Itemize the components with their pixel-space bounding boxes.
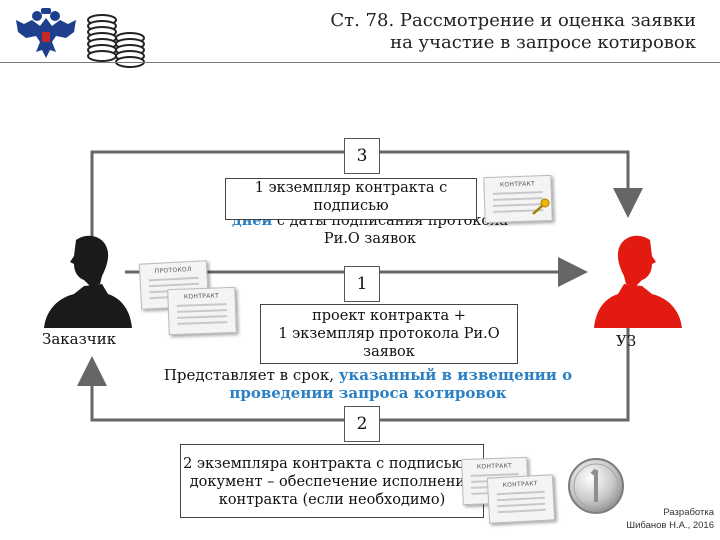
customer-label: Заказчик	[42, 330, 117, 348]
step2-number: 2	[344, 406, 380, 442]
title-divider	[0, 62, 720, 63]
step1-number: 1	[344, 266, 380, 302]
step2-text-line1: 2 экземпляра контракта с подписью +	[183, 456, 481, 472]
step3-number: 3	[344, 138, 380, 174]
contract-doc-middle: КОНТРАКТ	[167, 286, 237, 336]
step2-box: 2 экземпляра контракта с подписью + доку…	[180, 444, 484, 518]
ruble-coin-icon	[568, 458, 624, 514]
page-title-line1: Ст. 78. Рассмотрение и оценка заявки	[330, 10, 696, 31]
step3-box: 1 экземпляр контракта с подписью	[225, 178, 477, 220]
step1-text-line3: заявок	[363, 344, 415, 360]
step2-text-line2: документ – обеспечение исполнения	[189, 474, 475, 490]
submission-note-line2: проведении запроса котировок	[229, 384, 507, 402]
step3-text-line2: подписью	[313, 198, 389, 214]
contract-doc-bottom-2-title: КОНТРАКТ	[502, 480, 539, 489]
step2-text-line3: контракта (если необходимо)	[218, 492, 446, 508]
submission-note-prefix: Представляет в срок,	[163, 366, 339, 384]
participant-label: УЗ	[616, 332, 637, 350]
participant-silhouette-icon	[594, 235, 682, 328]
step1-text-line1: проект контракта +	[312, 308, 466, 324]
step1-text-line2: 1 экземпляр протокола Ри.О	[278, 326, 500, 342]
contract-doc-middle-title: КОНТРАКТ	[183, 292, 220, 301]
submission-note-blue: указанный в извещении о	[338, 366, 573, 384]
protocol-doc-title: ПРОТОКОЛ	[154, 266, 192, 275]
step3-text-line1: 1 экземпляр контракта с	[254, 180, 448, 196]
step1-box: проект контракта + 1 экземпляр протокола…	[260, 304, 518, 364]
author-credit-line2: Шибанов Н.А., 2016	[626, 520, 714, 531]
author-credit-line1: Разработка	[663, 507, 714, 518]
contract-doc-bottom-2: КОНТРАКТ	[486, 474, 556, 524]
eagle-emblem-icon	[16, 8, 76, 58]
deadline-note-line2: Ри.О заявок	[323, 231, 417, 247]
submission-note: Представляет в срок, указанный в извещен…	[138, 366, 598, 402]
author-credit: Разработка Шибанов Н.А., 2016	[626, 506, 714, 532]
contract-doc-bottom-1-title: КОНТРАКТ	[476, 462, 513, 471]
pen-key-icon	[532, 198, 550, 215]
page-title-line2: на участие в запросе котировок	[390, 32, 696, 53]
contract-doc-top-title: КОНТРАКТ	[499, 180, 536, 189]
customer-silhouette-icon	[44, 235, 132, 328]
page-title: Ст. 78. Рассмотрение и оценка заявки на …	[276, 10, 696, 54]
